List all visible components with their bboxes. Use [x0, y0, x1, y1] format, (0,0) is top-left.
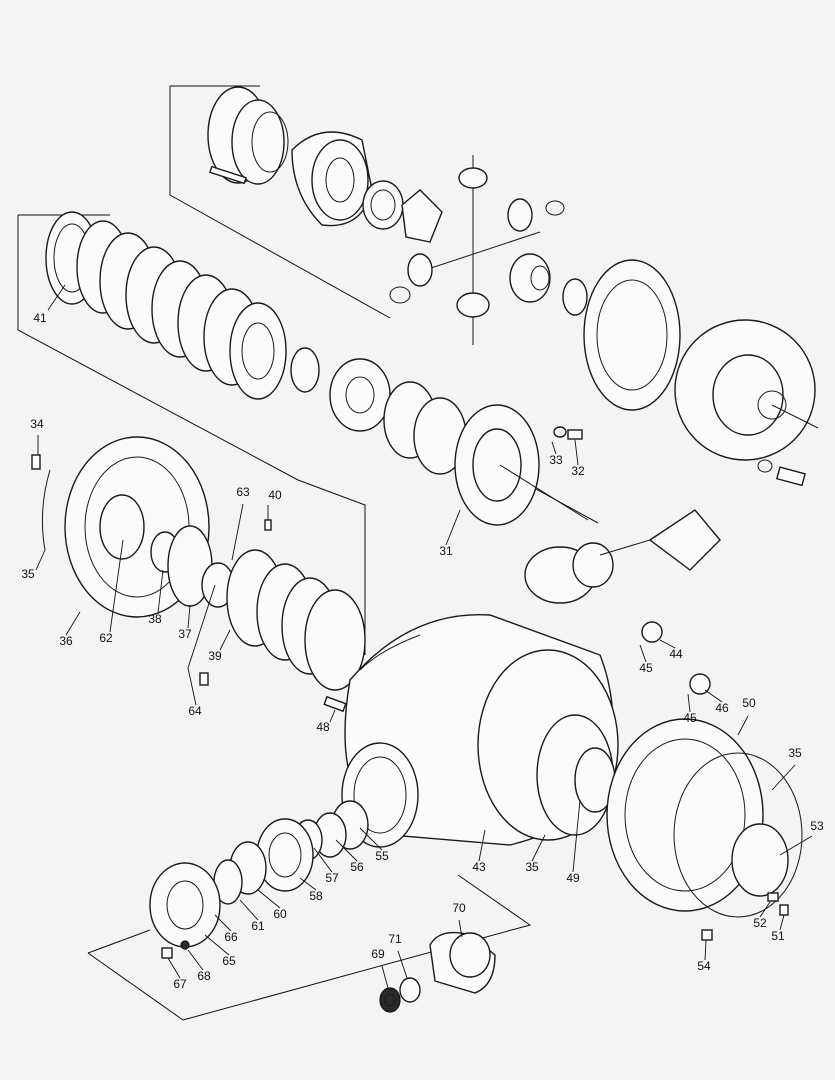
callout-label-l55: 55 — [375, 849, 389, 863]
callout-label-l71: 71 — [388, 932, 402, 946]
callout-label-l35a: 35 — [21, 567, 35, 581]
callout-label-l39: 39 — [208, 649, 222, 663]
callout-label-l51: 51 — [771, 929, 785, 943]
callout-label-l44: 44 — [669, 647, 683, 661]
callout-label-l62: 62 — [99, 631, 113, 645]
callout-label-l32: 32 — [571, 464, 585, 478]
callout-label-l43: 43 — [472, 860, 486, 874]
right-cover-group — [536, 714, 803, 941]
callout-label-l40: 40 — [268, 488, 282, 502]
callout-label-l48: 48 — [316, 720, 330, 734]
callout-label-l35b: 35 — [788, 746, 802, 760]
callout-label-l46: 46 — [715, 701, 729, 715]
callout-label-l63: 63 — [236, 485, 250, 499]
callout-label-l52: 52 — [753, 916, 767, 930]
callout-label-l65: 65 — [222, 954, 236, 968]
callout-label-l37: 37 — [178, 627, 192, 641]
callout-label-l66: 66 — [224, 930, 238, 944]
bearing-stack-group — [149, 800, 369, 959]
callout-label-l56: 56 — [350, 860, 364, 874]
callout-label-l45a: 45 — [639, 661, 653, 675]
differential-group — [207, 86, 819, 487]
callout-label-l53: 53 — [810, 819, 824, 833]
callout-labels: 41 34 40 63 35 36 62 38 37 39 64 33 32 31 44 45 45 46 50 48… — [21, 311, 824, 991]
callout-label-l68: 68 — [197, 969, 211, 983]
yoke-nut-group — [379, 931, 496, 1013]
callout-label-l67: 67 — [173, 977, 187, 991]
callout-label-l70: 70 — [452, 901, 466, 915]
callout-label-l38: 38 — [148, 612, 162, 626]
callout-label-l60: 60 — [273, 907, 287, 921]
callout-label-l41: 41 — [33, 311, 47, 325]
leader-lines — [35, 284, 813, 989]
cover-piston-group — [31, 436, 366, 691]
callout-label-l50: 50 — [742, 696, 756, 710]
callout-label-l35c: 35 — [525, 860, 539, 874]
callout-label-l34: 34 — [30, 417, 44, 431]
callout-label-l64: 64 — [188, 704, 202, 718]
callout-label-l58: 58 — [309, 889, 323, 903]
callout-label-l33: 33 — [549, 453, 563, 467]
callout-label-l31: 31 — [439, 544, 453, 558]
callout-label-l61: 61 — [251, 919, 265, 933]
callout-label-l45b: 45 — [683, 711, 697, 725]
callout-label-l49: 49 — [566, 871, 580, 885]
clutch-pack-group — [45, 211, 589, 526]
callout-label-l54: 54 — [697, 959, 711, 973]
callout-label-l36: 36 — [59, 634, 73, 648]
callout-label-l69: 69 — [371, 947, 385, 961]
callout-label-l57: 57 — [325, 871, 339, 885]
